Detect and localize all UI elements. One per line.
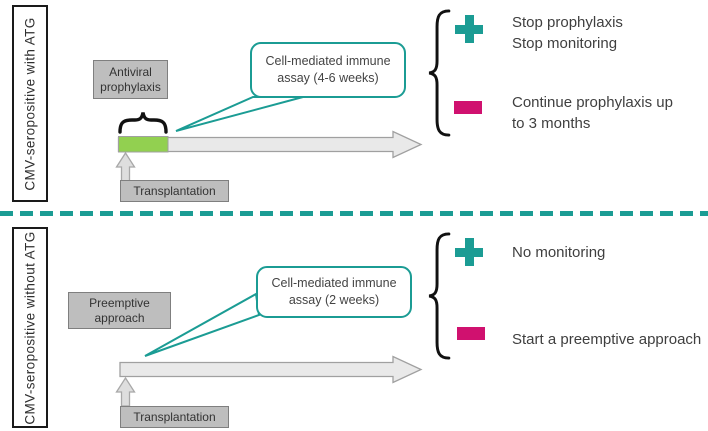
approach-line: Preemptive [89, 295, 150, 310]
antiviral-prophylaxis-box: Antiviral prophylaxis [93, 60, 168, 99]
outcome-positive-bottom: No monitoring [512, 242, 605, 263]
outcome-line: Stop monitoring [512, 35, 618, 52]
up-arrow-bottom [115, 376, 136, 407]
timeline-arrow-bottom [119, 355, 423, 384]
prophylaxis-brace [118, 112, 168, 134]
callout-line: assay (4-6 weeks) [277, 71, 379, 85]
outcome-line: Continue prophylaxis up [512, 94, 673, 111]
outcome-line: Start a preemptive approach [512, 331, 702, 348]
transplantation-box-bottom: Transplantation [120, 406, 229, 428]
prophylaxis-period-segment [118, 136, 169, 153]
callout-line: assay (2 weeks) [288, 293, 380, 307]
callout-line: Cell-mediated immune [271, 276, 397, 290]
callout-tail-top [175, 96, 304, 132]
row-label-with-atg: CMV-seropositive with ATG [12, 5, 48, 202]
outcome-line: Stop prophylaxis [512, 14, 623, 31]
outcome-line: No monitoring [512, 244, 606, 261]
plus-icon [455, 238, 483, 266]
outcome-positive-top: Stop prophylaxis Stop monitoring [512, 12, 623, 54]
outcome-negative-bottom: Start a preemptive approach [512, 329, 701, 350]
minus-icon [457, 327, 485, 340]
approach-line: approach [94, 310, 145, 325]
outcome-negative-top: Continue prophylaxis up to 3 months [512, 92, 673, 134]
plus-icon [455, 15, 483, 43]
cmi-assay-callout-bottom: Cell-mediated immune assay (2 weeks) [256, 266, 412, 318]
outcomes-brace-top [428, 9, 451, 137]
approach-line: Antiviral [109, 64, 152, 79]
approach-line: prophylaxis [100, 79, 161, 94]
callout-line: Cell-mediated immune [265, 54, 391, 68]
row-label-text: CMV-seropositive with ATG [22, 16, 38, 191]
up-arrow-top [115, 151, 136, 182]
transplantation-label: Transplantation [133, 183, 216, 198]
outcome-line: to 3 months [512, 115, 591, 132]
transplantation-box-top: Transplantation [120, 180, 229, 202]
section-divider-dashed [0, 211, 708, 216]
minus-icon [454, 101, 482, 114]
row-label-without-atg: CMV-seropositive without ATG [12, 227, 48, 428]
row-label-text: CMV-seropositive without ATG [22, 230, 38, 425]
cmi-assay-callout-top: Cell-mediated immune assay (4-6 weeks) [250, 42, 406, 98]
transplantation-label: Transplantation [133, 409, 216, 424]
preemptive-approach-box: Preemptive approach [68, 292, 171, 329]
outcomes-brace-bottom [428, 232, 451, 360]
